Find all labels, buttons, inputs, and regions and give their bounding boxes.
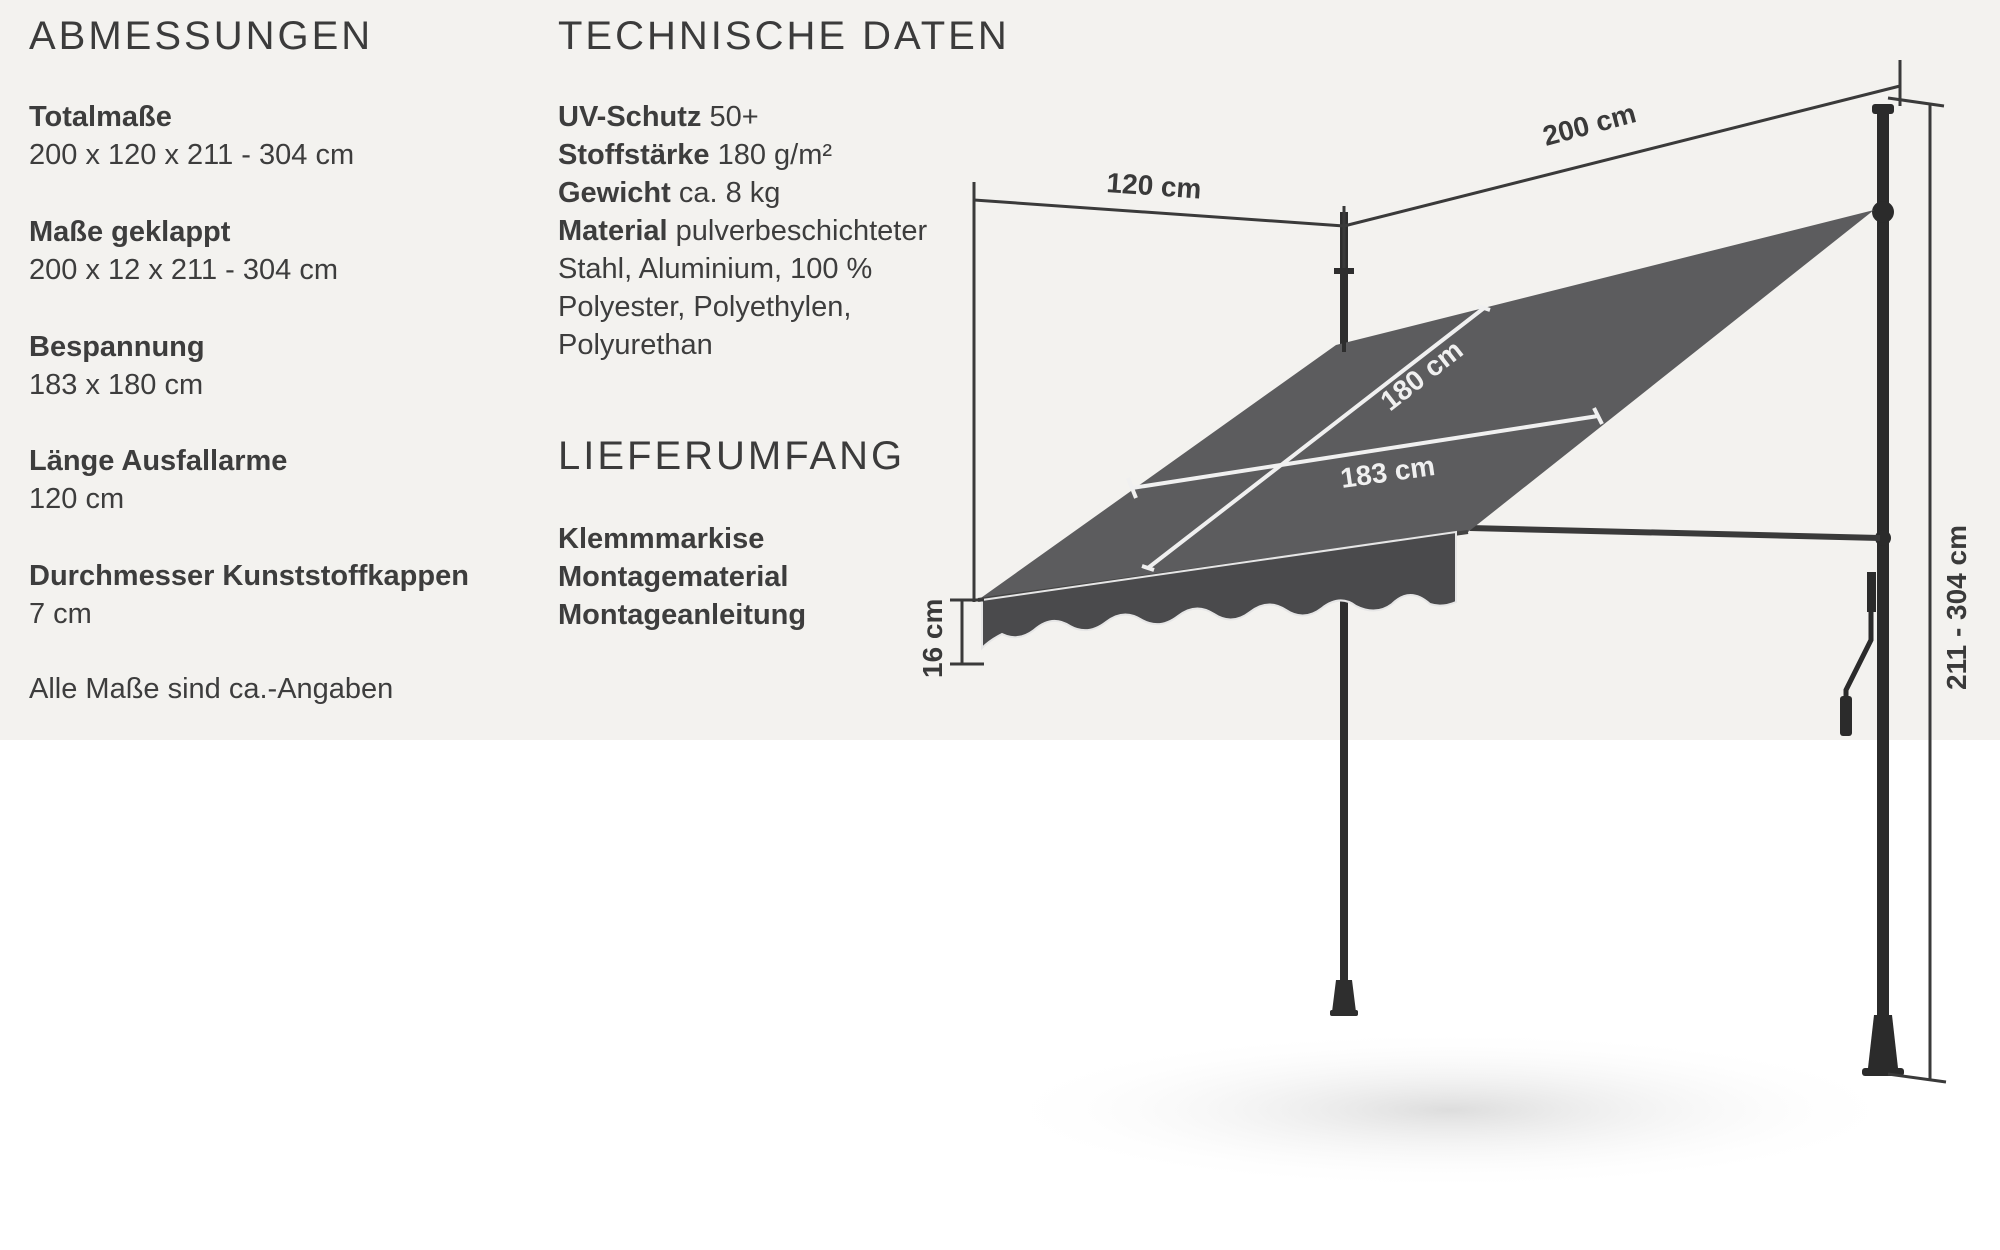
dimensions-heading: ABMESSUNGEN xyxy=(29,14,374,58)
tech-weight: Gewicht ca. 8 kg xyxy=(558,174,988,212)
awning-fabric xyxy=(978,210,1874,600)
tech-value: 50+ xyxy=(709,101,759,133)
tech-uv-protection: UV-Schutz 50+ xyxy=(558,98,988,136)
height-label: 211 - 304 cm xyxy=(1941,525,1972,690)
spec-label: Bespannung xyxy=(29,331,205,363)
tech-value: 180 g/m² xyxy=(717,139,833,171)
tech-label: Stoffstärke xyxy=(558,139,710,171)
delivery-item: Klemmmarkise xyxy=(558,523,765,555)
tech-label: UV-Schutz xyxy=(558,101,702,133)
tech-value: pulverbeschichteter Stahl, Aluminium, 10… xyxy=(558,215,928,361)
valance-dimension-line xyxy=(950,598,984,666)
spec-total-dimensions: Totalmaße 200 x 120 x 211 - 304 cm xyxy=(29,98,354,174)
technical-list: UV-Schutz 50+ Stoffstärke 180 g/m² Gewic… xyxy=(558,98,988,364)
back-right-pole xyxy=(1862,104,1904,1076)
dimensions-note: Alle Maße sind ca.-Angaben xyxy=(29,673,394,705)
spec-label: Länge Ausfallarme xyxy=(29,445,288,477)
width-dimension-line xyxy=(1343,60,1902,228)
crank-handle-icon xyxy=(1840,572,1876,736)
spec-value: 7 cm xyxy=(29,598,92,630)
spec-fabric: Bespannung 183 x 180 cm xyxy=(29,328,205,404)
front-pole-bracket xyxy=(1342,212,1346,352)
awning-valance xyxy=(981,530,1457,651)
width-label: 200 cm xyxy=(1540,97,1640,152)
tech-label: Gewicht xyxy=(558,177,671,209)
floor-shadow xyxy=(990,1030,1910,1190)
fabric-dimension-lines xyxy=(1126,304,1604,572)
spec-value: 183 x 180 cm xyxy=(29,369,204,401)
delivery-list: Klemmmarkise Montagematerial Montageanle… xyxy=(558,520,806,634)
height-dimension-line xyxy=(1887,96,1947,1084)
valance-label: 16 cm xyxy=(917,599,948,678)
delivery-item: Montagematerial xyxy=(558,561,789,593)
delivery-heading: LIEFERUMFANG xyxy=(558,434,906,478)
depth-dimension-line xyxy=(972,182,1346,602)
tech-material: Material pulverbeschichteter Stahl, Alum… xyxy=(558,212,988,364)
spec-arm-length: Länge Ausfallarme 120 cm xyxy=(29,442,287,518)
tech-fabric-weight: Stoffstärke 180 g/m² xyxy=(558,136,988,174)
spec-label: Durchmesser Kunststoffkappen xyxy=(29,560,469,592)
spec-cap-diameter: Durchmesser Kunststoffkappen 7 cm xyxy=(29,557,469,633)
tech-value: ca. 8 kg xyxy=(678,177,781,209)
spec-label: Totalmaße xyxy=(29,101,172,133)
spec-value: 200 x 120 x 211 - 304 cm xyxy=(29,139,355,171)
technical-heading: TECHNISCHE DATEN xyxy=(558,14,1010,58)
tech-label: Material xyxy=(558,215,668,247)
spec-label: Maße geklappt xyxy=(29,216,231,248)
spec-value: 120 cm xyxy=(29,483,125,515)
support-arm xyxy=(1469,525,1881,541)
spec-folded-dimensions: Maße geklappt 200 x 12 x 211 - 304 cm xyxy=(29,213,338,289)
depth-label: 120 cm xyxy=(1106,167,1203,205)
spec-value: 200 x 12 x 211 - 304 cm xyxy=(29,254,338,286)
delivery-item: Montageanleitung xyxy=(558,599,807,631)
